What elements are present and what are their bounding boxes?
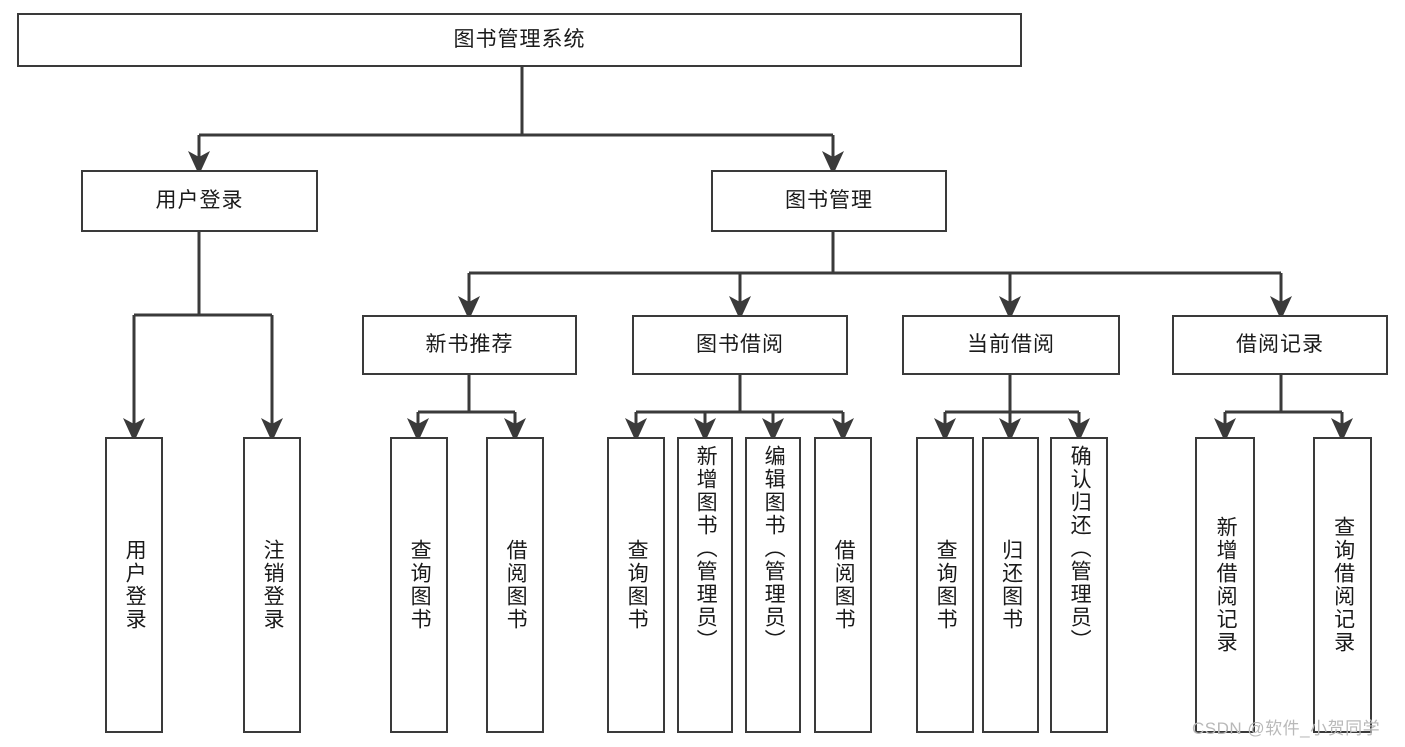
leaf-current-return-book[interactable]: 归还图书 [982, 437, 1039, 733]
leaf-user-login-signout[interactable]: 注销登录 [243, 437, 301, 733]
leaf-recommend-query-book-label: 查询图书 [408, 539, 432, 631]
node-book-management-label: 图书管理 [785, 189, 873, 213]
leaf-current-query-book[interactable]: 查询图书 [916, 437, 974, 733]
leaf-recommend-query-book[interactable]: 查询图书 [390, 437, 448, 733]
leaf-borrow-query-book[interactable]: 查询图书 [607, 437, 665, 733]
leaf-recommend-borrow-book[interactable]: 借阅图书 [486, 437, 544, 733]
node-borrow-record-label: 借阅记录 [1236, 333, 1324, 357]
leaf-borrow-borrow-book-label: 借阅图书 [832, 539, 856, 631]
leaf-borrow-add-book[interactable]: 新增图书（管理员） [677, 437, 733, 733]
leaf-current-query-book-label: 查询图书 [934, 539, 958, 631]
node-new-book-recommend[interactable]: 新书推荐 [362, 315, 577, 375]
leaf-record-query-record[interactable]: 查询借阅记录 [1313, 437, 1372, 733]
leaf-record-query-record-label: 查询借阅记录 [1331, 516, 1355, 654]
node-current-borrow[interactable]: 当前借阅 [902, 315, 1120, 375]
node-user-login[interactable]: 用户登录 [81, 170, 318, 232]
leaf-borrow-query-book-label: 查询图书 [625, 539, 649, 631]
leaf-record-add-record-label: 新增借阅记录 [1214, 516, 1238, 654]
node-borrow-record[interactable]: 借阅记录 [1172, 315, 1388, 375]
leaf-borrow-edit-book[interactable]: 编辑图书（管理员） [745, 437, 801, 733]
node-book-management[interactable]: 图书管理 [711, 170, 947, 232]
node-root-label: 图书管理系统 [453, 28, 586, 52]
node-current-borrow-label: 当前借阅 [967, 333, 1055, 357]
leaf-borrow-borrow-book[interactable]: 借阅图书 [814, 437, 872, 733]
node-book-borrow[interactable]: 图书借阅 [632, 315, 848, 375]
leaf-user-login-signin[interactable]: 用户登录 [105, 437, 163, 733]
leaf-borrow-edit-book-label: 编辑图书（管理员） [762, 445, 786, 652]
node-user-login-label: 用户登录 [155, 189, 244, 213]
node-new-book-recommend-label: 新书推荐 [425, 333, 514, 357]
leaf-user-login-signout-label: 注销登录 [261, 539, 285, 631]
csdn-watermark: CSDN @软件_小贺同学 [1192, 719, 1381, 738]
node-book-borrow-label: 图书借阅 [696, 333, 784, 357]
leaf-borrow-add-book-label: 新增图书（管理员） [694, 445, 718, 652]
leaf-current-return-book-label: 归还图书 [999, 539, 1023, 631]
leaf-record-add-record[interactable]: 新增借阅记录 [1195, 437, 1255, 733]
leaf-recommend-borrow-book-label: 借阅图书 [504, 539, 528, 631]
leaf-current-confirm-return[interactable]: 确认归还（管理员） [1050, 437, 1108, 733]
node-root[interactable]: 图书管理系统 [17, 13, 1022, 67]
leaf-user-login-signin-label: 用户登录 [123, 539, 147, 631]
leaf-current-confirm-return-label: 确认归还（管理员） [1068, 445, 1092, 652]
